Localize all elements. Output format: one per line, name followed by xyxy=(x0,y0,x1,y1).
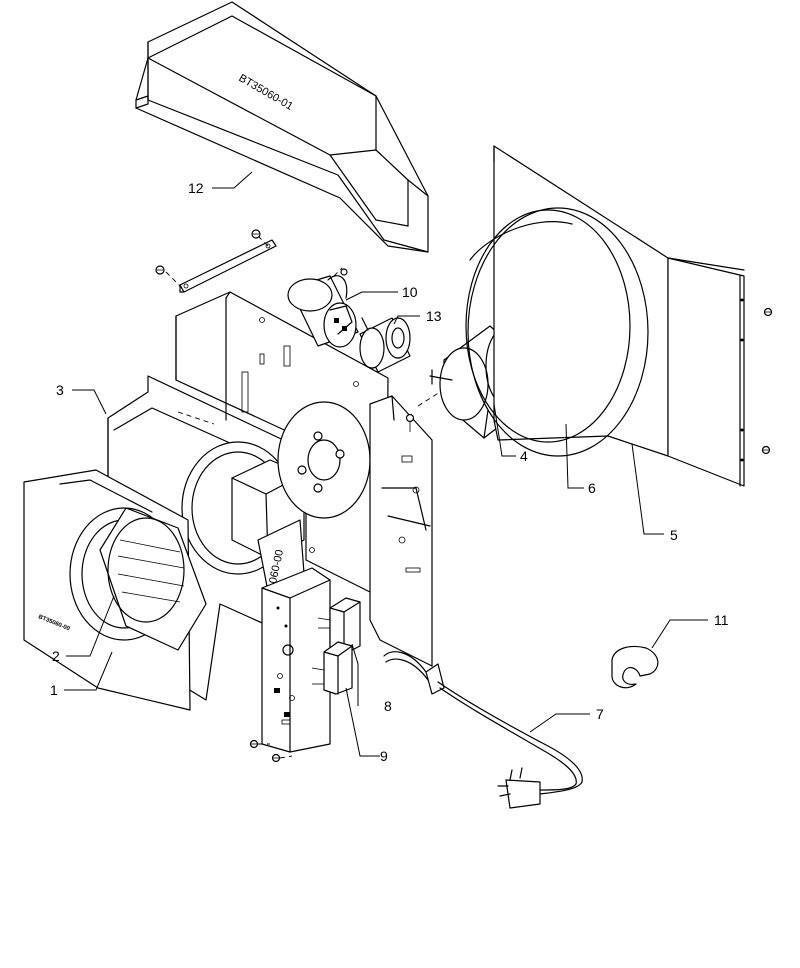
callout-4: 4 xyxy=(520,448,528,464)
thermal-part-13 xyxy=(359,317,411,373)
screw-icon xyxy=(251,229,261,239)
power-cord-part-7 xyxy=(383,651,583,809)
blower-wheel-part-2 xyxy=(99,507,207,651)
screw-icon xyxy=(761,445,771,455)
callout-13: 13 xyxy=(426,308,442,324)
clip-part-11 xyxy=(611,645,659,689)
screw-icon xyxy=(405,413,415,432)
callout-1: 1 xyxy=(50,682,58,698)
callout-2: 2 xyxy=(52,648,60,664)
capacitor-part-10 xyxy=(287,267,359,348)
fan-shroud-part-5 xyxy=(465,145,745,487)
screw-icon xyxy=(249,739,259,749)
callout-12: 12 xyxy=(188,180,204,196)
callout-9: 9 xyxy=(380,748,388,764)
screw-icon xyxy=(271,753,281,763)
screw-icon xyxy=(155,265,165,275)
callout-8: 8 xyxy=(384,698,392,714)
callout-11: 11 xyxy=(714,612,729,628)
duct-part-12: BT35060-01 xyxy=(135,1,429,253)
switch-part-9 xyxy=(311,641,353,695)
callout-7: 7 xyxy=(596,706,604,722)
main-chassis xyxy=(175,291,389,601)
callout-6: 6 xyxy=(588,480,596,496)
screw-icon xyxy=(763,307,773,317)
motor-mount-bracket xyxy=(369,395,433,667)
callout-5: 5 xyxy=(670,527,678,543)
callout-10: 10 xyxy=(402,284,418,300)
mounting-strap xyxy=(165,235,277,293)
control-board xyxy=(261,567,331,753)
callout-3: 3 xyxy=(56,382,64,398)
